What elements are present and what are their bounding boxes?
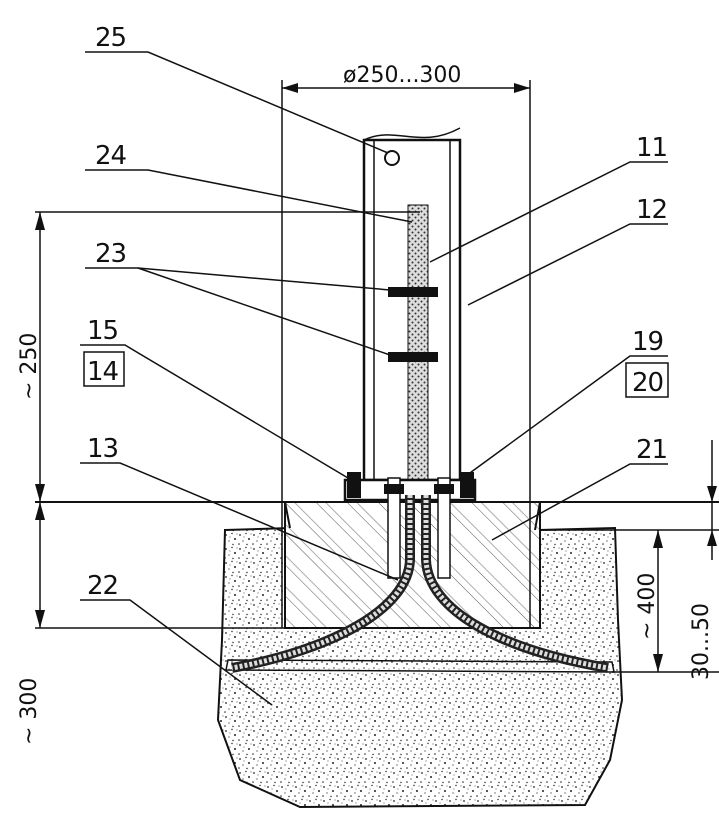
leader-lines	[80, 51, 668, 706]
depth-arrow-top	[35, 502, 45, 520]
callout-19: 19	[632, 327, 663, 357]
cable-in-pole	[407, 204, 429, 496]
height-dim-text: ~ 250	[17, 333, 42, 400]
callout-20: 20	[632, 368, 663, 398]
callout-14-frame	[83, 351, 125, 387]
callout-24: 24	[95, 141, 127, 171]
bolt-nut-right	[434, 484, 454, 494]
callout-23: 23	[95, 239, 126, 269]
callout-22: 22	[87, 571, 118, 601]
depth-dim-text: ~ 300	[17, 678, 42, 745]
anchor-bolt-right	[437, 477, 451, 579]
gravel-arrow-bottom	[707, 530, 717, 546]
grounding-screw	[384, 150, 400, 166]
concrete-chamfer	[284, 501, 541, 531]
callout-11: 11	[636, 133, 667, 163]
cable-spread-left-core	[231, 495, 413, 671]
depth-arrow-bottom	[35, 610, 45, 628]
bolt-nut-left	[384, 484, 404, 494]
callout-13: 13	[87, 434, 118, 464]
cable-spread-right-core	[423, 495, 609, 671]
pole-break-line	[363, 127, 461, 141]
diameter-arrow-left	[282, 83, 298, 93]
gravel-arrow-top	[707, 486, 717, 502]
callout-14: 14	[87, 357, 119, 387]
cable-clamp-lower	[388, 352, 438, 362]
callout-25: 25	[95, 23, 126, 53]
foundation-depth-text: ~ 400	[635, 573, 660, 640]
diameter-arrow-right	[514, 83, 530, 93]
callout-15: 15	[87, 316, 118, 346]
height-arrow-bottom	[35, 484, 45, 502]
foundation-arrow-top	[653, 530, 663, 548]
cable-clamp-upper	[388, 287, 438, 297]
height-arrow-top	[35, 212, 45, 230]
flange-nut-left	[347, 472, 361, 498]
diameter-dim-text: ø250...300	[343, 63, 461, 88]
callout-20-frame	[625, 362, 669, 398]
gravel-dim-text: 30...50	[689, 603, 714, 680]
foundation-arrow-bottom	[653, 654, 663, 672]
callout-21: 21	[636, 435, 667, 465]
callout-12: 12	[636, 195, 667, 225]
